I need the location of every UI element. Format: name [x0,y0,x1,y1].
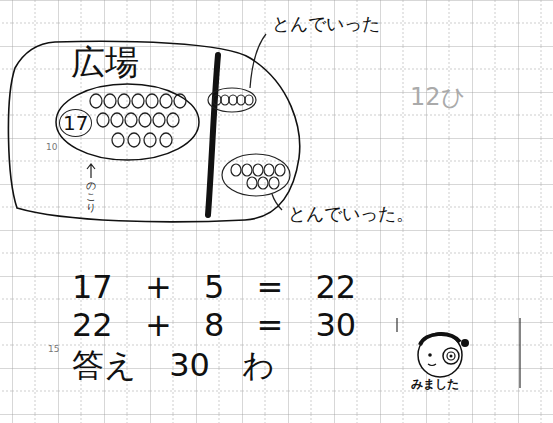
divider-line [208,55,218,215]
group-outline [56,84,199,160]
faint-note: 12ひ [410,84,466,110]
margin-number: 15 [48,345,59,355]
circled-number: 17 [59,109,92,137]
stamp-text: みました [411,378,459,391]
up-arrow [87,164,95,178]
stamp-character [418,333,469,377]
note-text: とんでいった。 [288,204,414,224]
bracket-mark [396,318,397,332]
leader-line [250,34,266,88]
bird-circles [90,94,186,147]
answer: 答え 30 わ [72,348,275,383]
margin-number: 10 [46,143,57,153]
bracket-mark [519,318,520,388]
bird-group: 17 [55,83,200,161]
plaza-region: 広場 17 [5,38,305,223]
region-outline [8,41,299,221]
note-text: とんでいった [272,14,380,34]
region-title: 広場 [71,44,139,81]
equation: 17 + 5 = 22 [72,270,356,305]
flown-group [222,154,290,196]
vertical-note: のこり [86,180,96,213]
equation: 22 + 8 = 30 [72,308,356,343]
flown-group [208,88,256,112]
plaza-region-outline [5,38,305,223]
